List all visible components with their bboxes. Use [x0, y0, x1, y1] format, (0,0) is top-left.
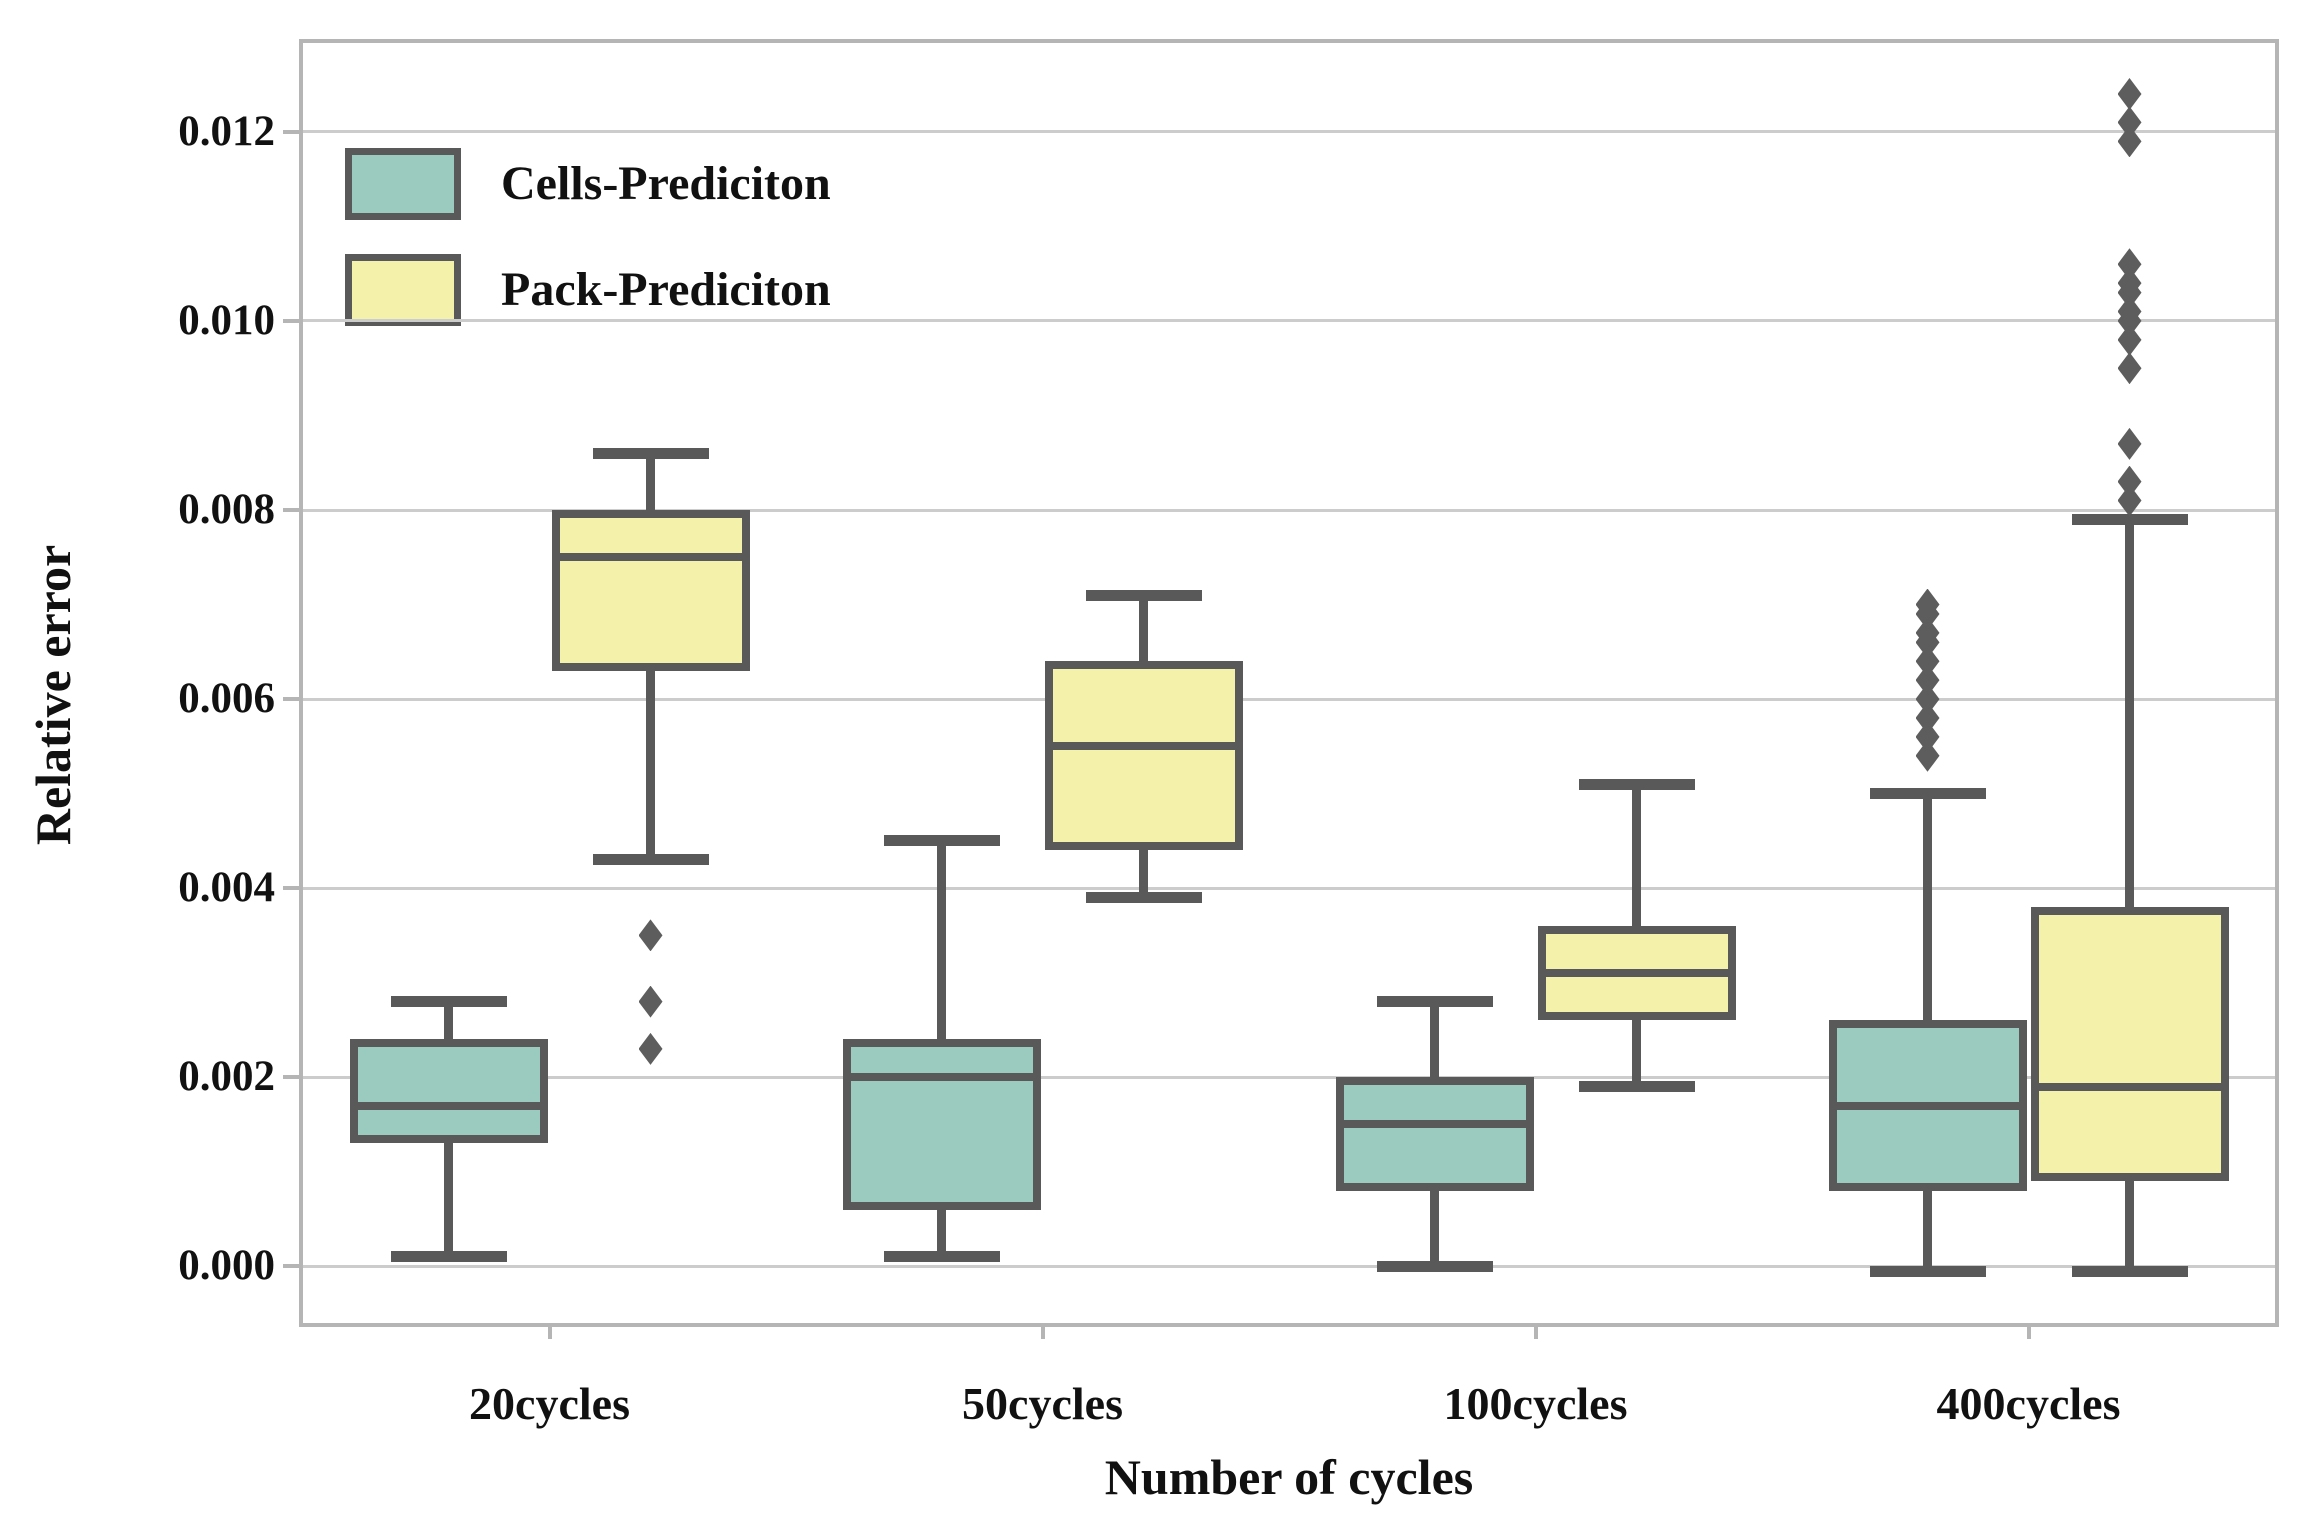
box-cells-50cycles [842, 1039, 1041, 1210]
y-tick-mark [283, 129, 299, 134]
box-pack-50cycles [1044, 661, 1243, 851]
whisker-cap-high-cells-100cycles [1376, 996, 1493, 1008]
median-pack-20cycles [551, 553, 750, 562]
whisker-stem-pack-50cycles [1139, 844, 1148, 898]
box-cells-20cycles [349, 1039, 548, 1144]
gridline-y [303, 1075, 2275, 1079]
gridline-y [303, 697, 2275, 701]
gridline-y [303, 130, 2275, 134]
x-tick-label: 20cycles [469, 1378, 630, 1429]
legend-item-cells: Cells-Prediciton [345, 148, 831, 220]
whisker-cap-high-cells-50cycles [883, 835, 1000, 847]
whisker-cap-low-cells-100cycles [1376, 1260, 1493, 1272]
whisker-stem-pack-100cycles [1632, 784, 1641, 932]
whisker-stem-cells-100cycles [1430, 1001, 1439, 1084]
whisker-stem-cells-50cycles [937, 840, 946, 1046]
median-cells-20cycles [349, 1101, 548, 1110]
whisker-cap-low-pack-100cycles [1578, 1081, 1695, 1093]
cells-color-swatch [345, 148, 461, 220]
y-tick-mark [283, 886, 299, 891]
whisker-cap-low-cells-400cycles [1869, 1265, 1986, 1277]
whisker-stem-cells-50cycles [937, 1203, 946, 1257]
gridline-y [303, 886, 2275, 890]
whisker-stem-pack-50cycles [1139, 595, 1148, 668]
whisker-cap-high-cells-20cycles [390, 996, 507, 1008]
whisker-cap-high-pack-400cycles [2071, 513, 2188, 525]
box-cells-100cycles [1335, 1077, 1534, 1191]
pack-color-swatch [345, 254, 461, 326]
median-pack-400cycles [2030, 1082, 2229, 1091]
median-pack-100cycles [1537, 969, 1736, 978]
y-tick-mark [283, 1264, 299, 1269]
median-cells-400cycles [1828, 1101, 2027, 1110]
x-tick-mark [2026, 1323, 2031, 1339]
whisker-cap-low-pack-400cycles [2071, 1265, 2188, 1277]
whisker-stem-cells-400cycles [1923, 793, 1932, 1027]
y-tick-label: 0.002 [178, 1053, 275, 1101]
y-tick-label: 0.010 [178, 296, 275, 344]
y-tick-mark [283, 318, 299, 323]
y-tick-label: 0.008 [178, 486, 275, 533]
whisker-cap-high-pack-50cycles [1085, 589, 1202, 601]
whisker-cap-low-pack-50cycles [1085, 892, 1202, 904]
whisker-stem-pack-20cycles [646, 453, 655, 516]
legend-label-pack: Pack-Prediciton [501, 263, 831, 316]
whisker-cap-high-cells-400cycles [1869, 788, 1986, 800]
gridline-y [303, 508, 2275, 512]
legend-item-pack: Pack-Prediciton [345, 254, 831, 326]
median-cells-50cycles [842, 1073, 1041, 1082]
gridline-y [303, 1264, 2275, 1268]
whisker-cap-low-cells-50cycles [883, 1251, 1000, 1263]
box-pack-20cycles [551, 510, 750, 671]
y-tick-label: 0.000 [178, 1242, 275, 1290]
y-tick-label: 0.006 [178, 675, 275, 723]
whisker-stem-cells-100cycles [1430, 1184, 1439, 1267]
whisker-cap-low-cells-20cycles [390, 1251, 507, 1263]
legend-label-cells: Cells-Prediciton [501, 157, 831, 210]
y-tick-mark [283, 508, 299, 512]
x-tick-label: 50cycles [962, 1378, 1123, 1429]
whisker-stem-pack-100cycles [1632, 1014, 1641, 1087]
median-cells-100cycles [1335, 1120, 1534, 1129]
whisker-stem-cells-20cycles [444, 1137, 453, 1257]
whisker-stem-pack-400cycles [2125, 1175, 2134, 1271]
whisker-cap-low-pack-20cycles [592, 854, 709, 866]
box-pack-400cycles [2030, 907, 2229, 1182]
gridline-y [303, 319, 2275, 323]
x-tick-label: 400cycles [1936, 1378, 2121, 1429]
median-pack-50cycles [1044, 742, 1243, 751]
legend: Cells-Prediciton Pack-Prediciton [345, 148, 831, 360]
x-tick-mark [1040, 1323, 1045, 1339]
whisker-cap-high-pack-100cycles [1578, 778, 1695, 790]
y-tick-label: 0.004 [178, 864, 275, 912]
y-axis-title: Relative error [25, 544, 81, 846]
x-tick-label: 100cycles [1443, 1378, 1628, 1429]
whisker-stem-pack-400cycles [2125, 519, 2134, 914]
whisker-stem-cells-20cycles [444, 1001, 453, 1046]
x-axis-title: Number of cycles [1104, 1449, 1474, 1505]
whisker-stem-pack-20cycles [646, 664, 655, 860]
x-tick-mark [1533, 1323, 1538, 1339]
y-tick-mark [283, 1075, 299, 1080]
whisker-stem-cells-400cycles [1923, 1184, 1932, 1271]
y-tick-label: 0.012 [178, 107, 275, 155]
x-tick-mark [547, 1323, 552, 1339]
whisker-cap-high-pack-20cycles [592, 447, 709, 459]
y-tick-mark [283, 697, 299, 702]
